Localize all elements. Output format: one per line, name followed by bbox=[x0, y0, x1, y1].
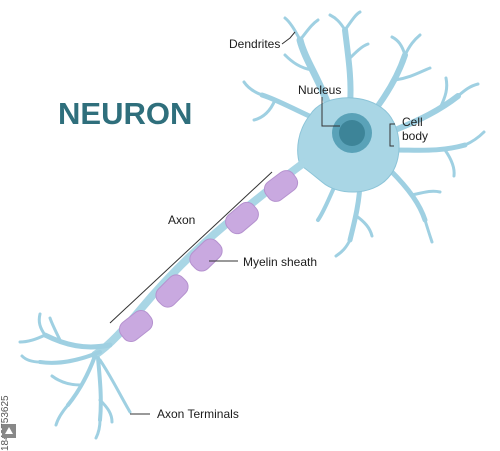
label-axon-terminals: Axon Terminals bbox=[157, 407, 239, 421]
axon-terminals bbox=[18, 312, 132, 440]
label-cell-body-line1: Cell bbox=[402, 115, 423, 129]
leader-lines bbox=[109, 31, 395, 415]
myelin-sheath-group bbox=[118, 170, 299, 343]
myelin-segment bbox=[225, 201, 259, 235]
myelin-segment bbox=[155, 274, 189, 308]
myelin-segment bbox=[189, 238, 223, 272]
label-nucleus: Nucleus bbox=[298, 83, 341, 97]
stock-logo-icon bbox=[2, 424, 16, 438]
myelin-segment bbox=[118, 309, 154, 343]
diagram-title: NEURON bbox=[58, 96, 192, 131]
label-cell-body-line2: body bbox=[402, 129, 428, 143]
myelin-segment bbox=[263, 170, 299, 202]
nucleolus bbox=[339, 120, 365, 146]
dendrites bbox=[242, 10, 486, 258]
label-myelin-sheath: Myelin sheath bbox=[243, 255, 317, 269]
label-dendrites: Dendrites bbox=[229, 37, 280, 51]
label-axon: Axon bbox=[168, 213, 195, 227]
